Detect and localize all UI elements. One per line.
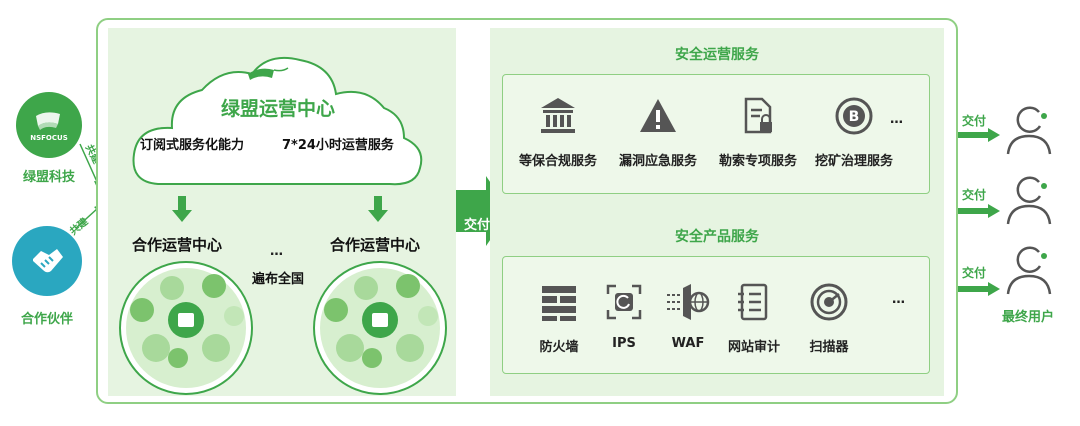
deliver-label-3: 交付 [962, 266, 987, 280]
ops-service-compliance-label: 等保合规服务 [518, 154, 597, 169]
product-audit: 网站审计 [716, 282, 792, 355]
ops-service-ransom-label: 勒索专项服务 [718, 154, 797, 169]
partner-center-right-bubbles [313, 261, 447, 395]
ops-service-compliance: 等保合规服务 [512, 96, 604, 169]
ops-service-vuln-label: 漏洞应急服务 [618, 154, 697, 169]
down-arrow-right [368, 196, 388, 222]
audit-icon [738, 283, 768, 321]
down-arrow-left [172, 196, 192, 222]
product-services-title: 安全产品服务 [675, 229, 759, 245]
deliver-arrow-2 [958, 204, 1000, 218]
ellipsis-middle: … [270, 244, 283, 259]
svg-text:B: B [849, 109, 860, 125]
product-ips: IPS [594, 282, 654, 351]
partner-logo [12, 226, 82, 296]
ips-icon [606, 284, 642, 320]
product-audit-label: 网站审计 [727, 340, 780, 355]
deliver-arrow-1 [958, 128, 1000, 142]
bank-icon [541, 98, 575, 133]
product-scanner-label: 扫描器 [809, 340, 849, 355]
user-icon-2 [1006, 176, 1052, 225]
user-icon-1 [1006, 106, 1052, 155]
cloud-capability-2: 7*24小时运营服务 [282, 138, 394, 153]
cloud-title: 绿盟运营中心 [220, 98, 335, 120]
partner-label: 合作伙伴 [20, 312, 73, 327]
end-users-label: 最终用户 [1002, 310, 1055, 325]
locked-document-icon [744, 97, 772, 134]
waf-icon [667, 284, 710, 320]
bitcoin-icon: B [835, 97, 873, 135]
partner-center-right-title: 合作运营中心 [330, 236, 421, 254]
ops-service-ransom: 勒索专项服务 [712, 96, 804, 169]
ops-service-vuln: 漏洞应急服务 [612, 96, 704, 169]
nsfocus-flag-icon [36, 112, 60, 130]
scanner-icon [810, 283, 848, 321]
deliver-label-1: 交付 [962, 114, 987, 128]
handshake-icon [33, 249, 63, 273]
deliver-label-2: 交付 [962, 188, 987, 202]
nsfocus-logo: NSFOCUS [16, 92, 82, 158]
product-firewall: 防火墙 [524, 282, 594, 355]
product-scanner: 扫描器 [794, 282, 864, 355]
product-services-more: … [892, 292, 905, 307]
nationwide-label: 遍布全国 [252, 272, 305, 287]
ops-services-title: 安全运营服务 [675, 47, 759, 63]
nsfocus-logo-text: NSFOCUS [30, 134, 68, 142]
user-icon-3 [1006, 246, 1052, 295]
partner-center-left-title: 合作运营中心 [132, 236, 223, 254]
cloud-capability-1: 订阅式服务化能力 [140, 138, 245, 153]
product-waf-label: WAF [671, 336, 705, 351]
nsfocus-flag-small-icon [248, 67, 289, 80]
product-firewall-label: 防火墙 [539, 340, 579, 355]
ops-service-mining-label: 挖矿治理服务 [814, 154, 893, 169]
firewall-icon [542, 286, 576, 321]
warning-icon [640, 99, 676, 132]
partner-center-left-bubbles [119, 261, 253, 395]
deliver-arrow-3 [958, 282, 1000, 296]
product-ips-label: IPS [612, 336, 636, 351]
ops-services-box [502, 74, 930, 194]
nsfocus-label: 绿盟科技 [22, 170, 75, 185]
cloud-shape [132, 56, 423, 186]
ops-service-mining: B 挖矿治理服务 [808, 96, 900, 169]
product-waf: WAF [656, 282, 720, 351]
delivery-arrow-label: 交付 [464, 218, 491, 233]
ops-services-more: … [890, 112, 903, 127]
product-services-box [502, 256, 930, 374]
